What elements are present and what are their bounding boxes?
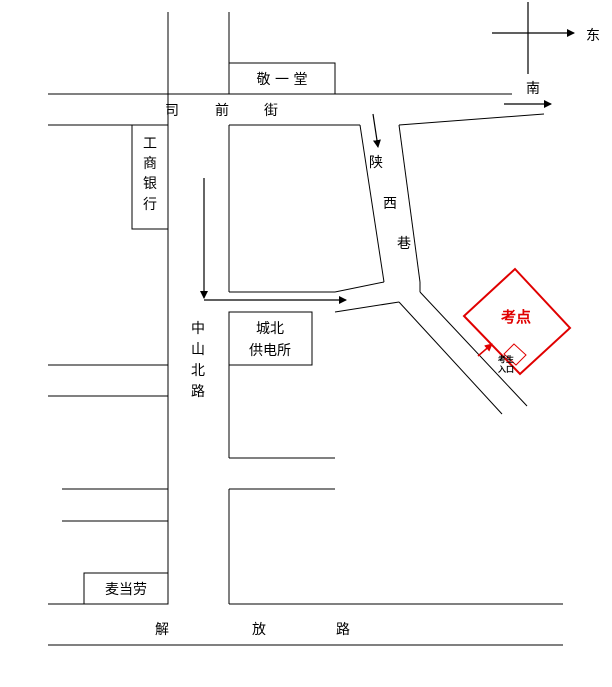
route-arrows (200, 113, 381, 304)
building-chengbei-power: 城北 供电所 (228, 311, 313, 366)
road-label-char: 中 (191, 321, 205, 337)
entrance-label-line: 考生 (498, 354, 514, 364)
road-label-char: 前 (215, 102, 229, 119)
road-label-char: 解 (155, 622, 169, 638)
mcdonalds-label: 麦当劳 (105, 582, 147, 598)
compass-south-label: 南 (526, 81, 540, 97)
road-label-char: 西 (383, 196, 397, 212)
entrance-marker (503, 343, 527, 366)
entrance-label-line: 入口 (497, 365, 514, 374)
road-label-char: 北 (191, 363, 205, 379)
compass-east-label: 东 (586, 28, 600, 44)
entrance-arrow (477, 343, 493, 357)
jingyitang-label: 敬 一 堂 (257, 72, 308, 88)
road-label-char: 路 (336, 622, 350, 638)
road-label-char: 司 (165, 103, 179, 119)
power-label-line: 供电所 (249, 343, 291, 359)
road-label-shanxi: 陕 西 巷 (369, 155, 411, 252)
building-gongshang-bank: 工 商 银 行 (131, 124, 169, 230)
bank-label-char: 工 (143, 136, 157, 152)
exam-site: 考点 考生 入口 (462, 267, 572, 376)
road-label-char: 巷 (397, 236, 411, 252)
road-label-char: 街 (264, 103, 278, 119)
road-label-char: 陕 (369, 155, 383, 171)
building-jingyitang: 敬 一 堂 (228, 62, 336, 95)
road-label-siqian: 司 前 街 (165, 102, 278, 119)
bank-label-char: 银 (143, 176, 157, 192)
road-label-char: 放 (252, 622, 266, 638)
road-label-jiefang: 解 放 路 (155, 622, 350, 638)
power-label-line: 城北 (256, 321, 284, 337)
building-mcdonalds: 麦当劳 (83, 572, 169, 605)
road-label-zhongshan: 中 山 北 路 (191, 321, 205, 400)
road-label-char: 路 (191, 384, 205, 400)
road-label-char: 山 (191, 342, 205, 358)
exam-site-label: 考点 (501, 308, 531, 326)
bank-label-char: 行 (143, 197, 157, 213)
bank-label-char: 商 (143, 156, 157, 172)
compass: 东 南 (492, 2, 600, 108)
